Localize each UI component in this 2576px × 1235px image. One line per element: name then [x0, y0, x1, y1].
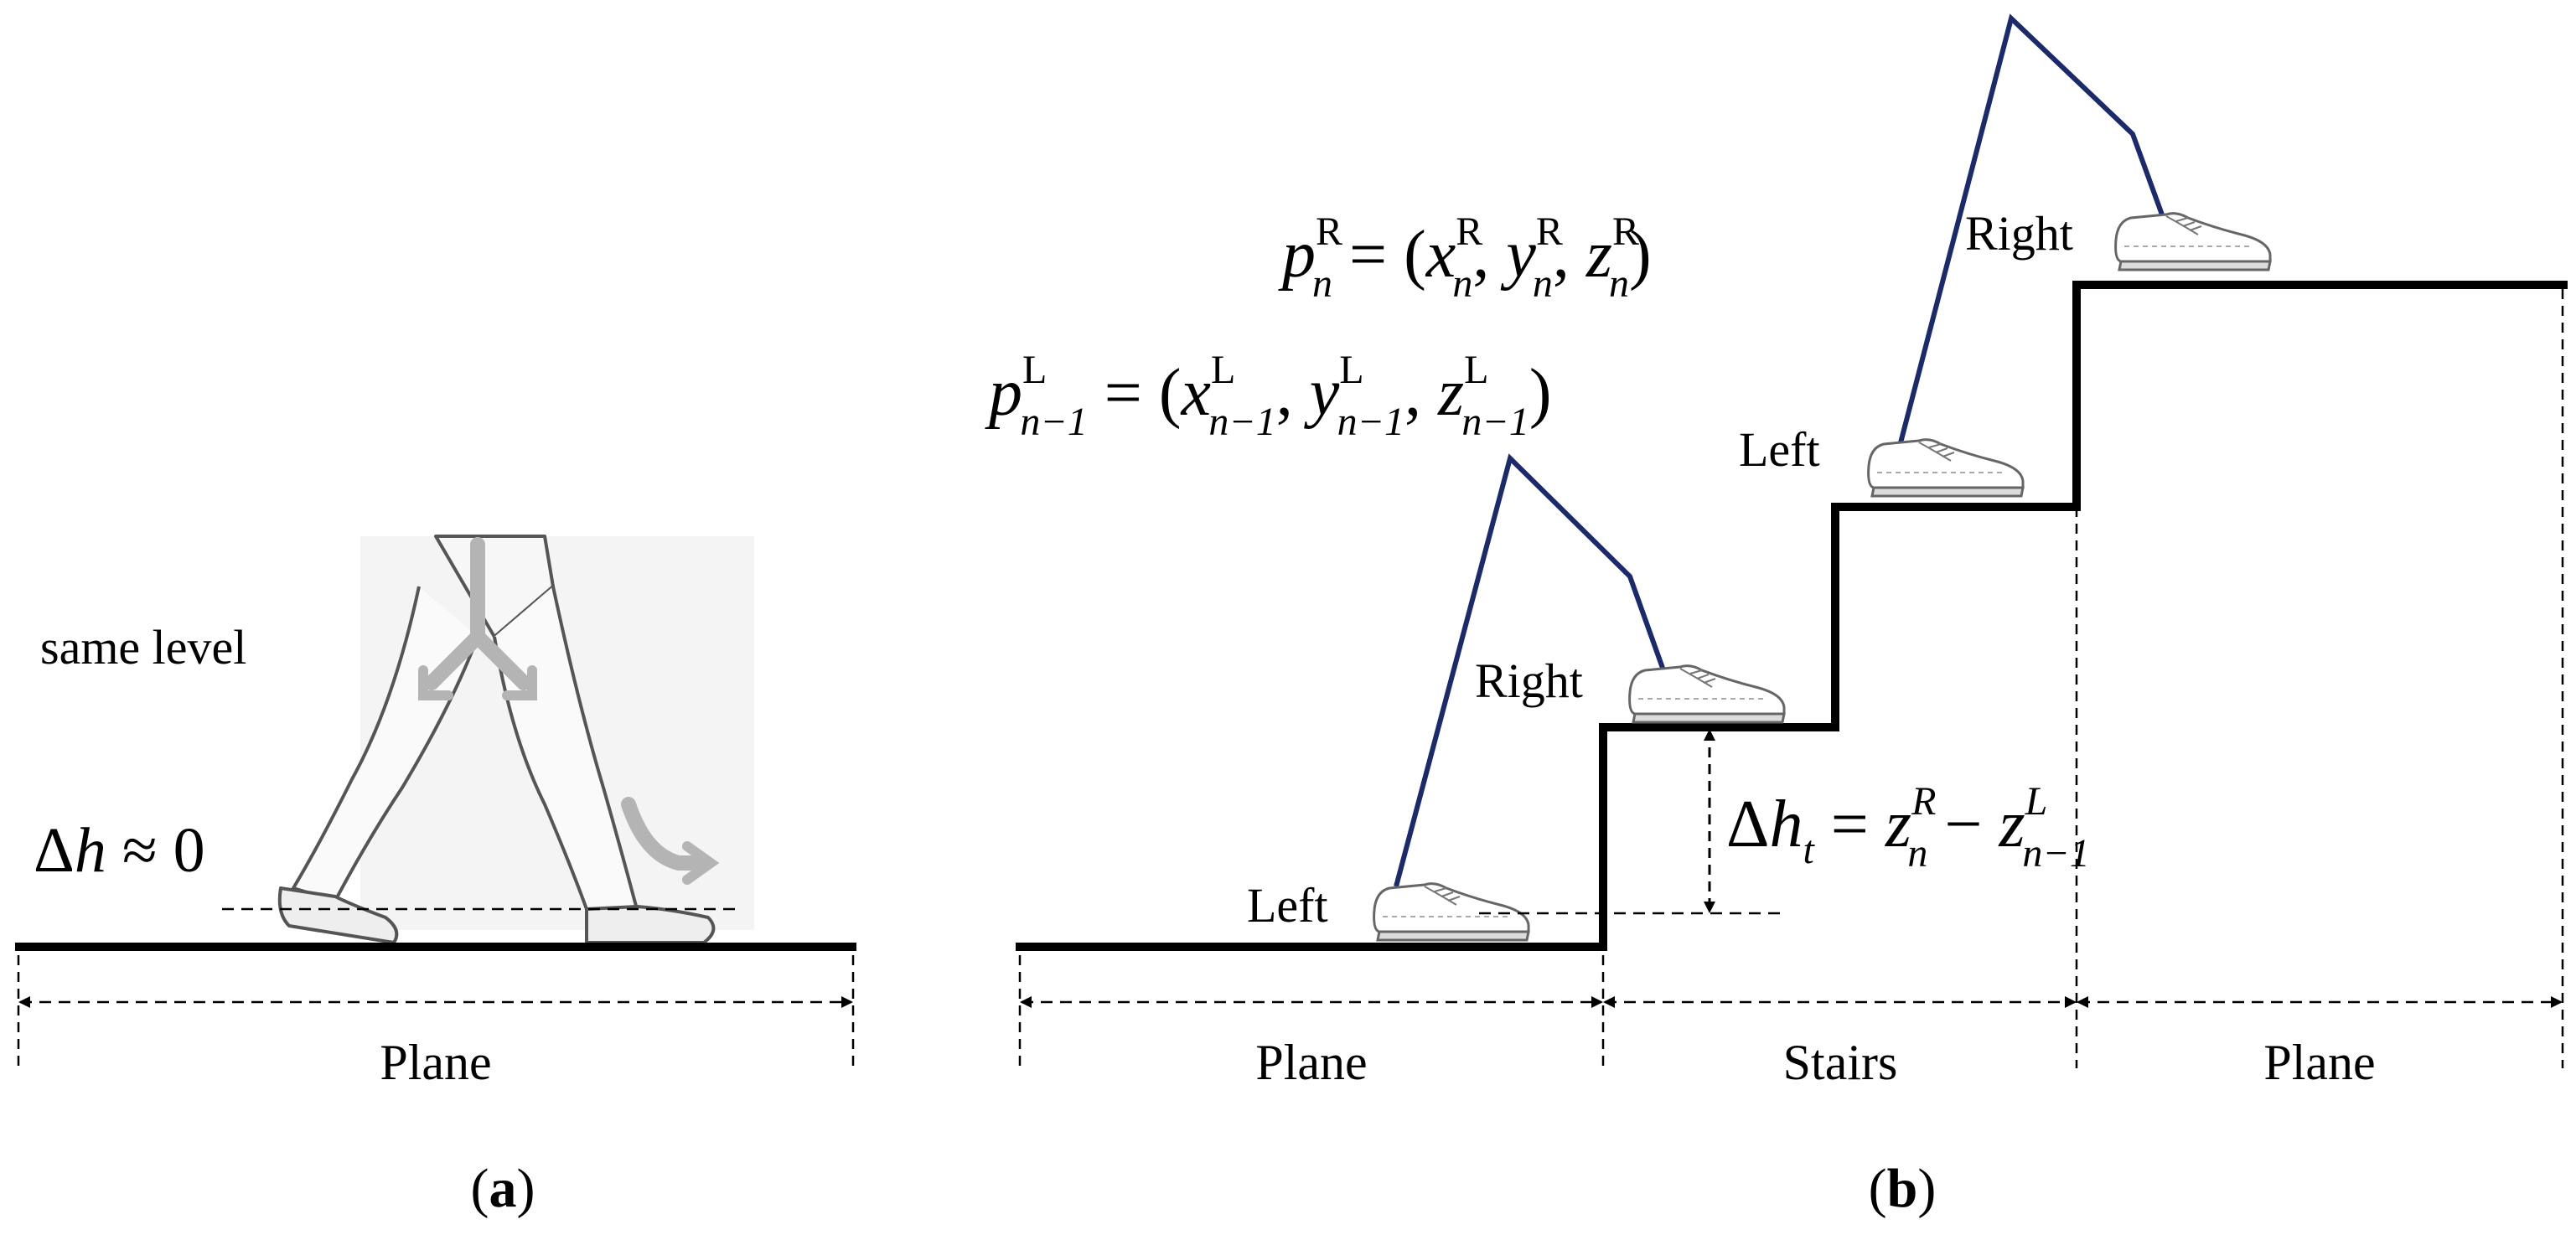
shoe-right-lower: [1628, 664, 1786, 724]
caption-a: (a): [471, 1158, 535, 1219]
panel-a: same level Δh ≈ 0 Plane (a): [15, 535, 856, 1219]
segment-label-stairs: Stairs: [1783, 1035, 1898, 1090]
plane-label-a: Plane: [380, 1035, 491, 1090]
leg-line-upper: [1896, 13, 2169, 453]
segment-label-plane-2: Plane: [2263, 1035, 2375, 1090]
segment-label-plane-1: Plane: [1255, 1035, 1367, 1090]
stair-profile: [1016, 281, 2568, 951]
foot-label-right-lower: Right: [1475, 654, 1583, 708]
foot-label-left-upper: Left: [1739, 422, 1820, 477]
same-level-label: same level: [40, 620, 246, 674]
leg-line-lower: [1394, 453, 1666, 887]
caption-b: (b): [1869, 1158, 1937, 1219]
walking-legs-illustration: [277, 535, 754, 944]
shoe-left-upper: [1867, 438, 2025, 498]
shoe-right-upper: [2114, 212, 2272, 271]
delta-h-label: Δh ≈ 0: [34, 815, 205, 886]
foot-label-right-upper: Right: [1965, 206, 2073, 261]
foot-label-left-lower: Left: [1247, 878, 1328, 933]
shoe-left-lower: [1373, 882, 1530, 942]
motion-arrows: [418, 537, 720, 885]
